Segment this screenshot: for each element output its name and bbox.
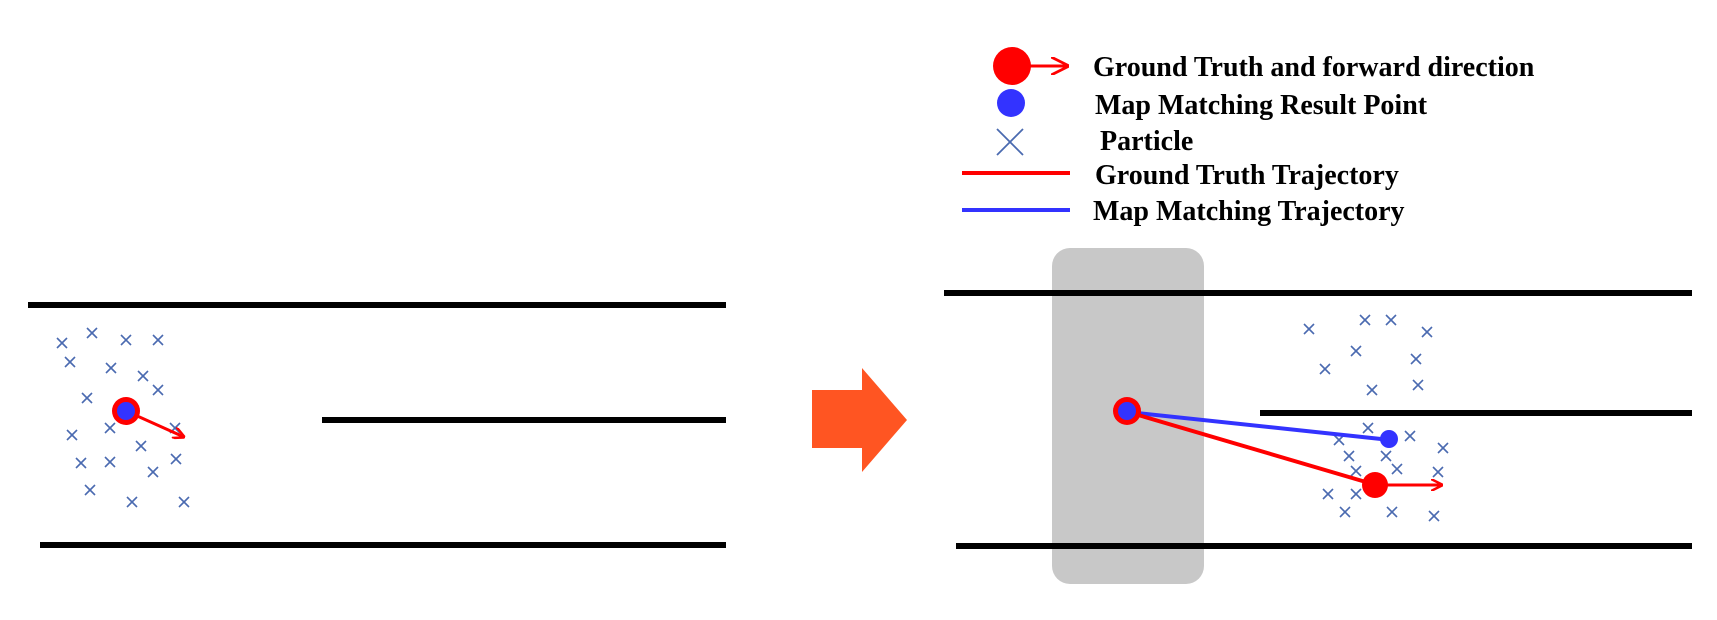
map-matching-trajectory xyxy=(1127,410,1382,441)
legend-label-map-matching-point: Map Matching Result Point xyxy=(1095,90,1428,121)
ground-truth-with-direction-icon xyxy=(993,47,1068,85)
ground-truth-point-right xyxy=(1362,472,1442,498)
legend: Ground Truth and forward direction Map M… xyxy=(962,47,1535,227)
map-matching-point-icon xyxy=(997,89,1025,117)
panel-before xyxy=(28,302,726,548)
particle-x-icon xyxy=(996,128,1024,156)
particle-cluster-upper-right xyxy=(1303,314,1433,396)
map-matching-result-point xyxy=(1380,430,1398,448)
particle-cluster-left xyxy=(56,327,190,508)
legend-label-ground-truth-trajectory: Ground Truth Trajectory xyxy=(1095,160,1399,191)
ground-truth-trajectory xyxy=(1127,410,1377,487)
panel-after xyxy=(944,248,1692,584)
start-point-right xyxy=(1113,397,1141,425)
right-arrow-icon xyxy=(812,368,907,472)
ground-truth-point-left xyxy=(112,397,184,437)
legend-label-map-matching-trajectory: Map Matching Trajectory xyxy=(1093,196,1405,227)
legend-label-ground-truth: Ground Truth and forward direction xyxy=(1093,52,1535,83)
particle-cluster-lower-right xyxy=(1322,422,1449,522)
legend-label-particle: Particle xyxy=(1100,126,1193,157)
